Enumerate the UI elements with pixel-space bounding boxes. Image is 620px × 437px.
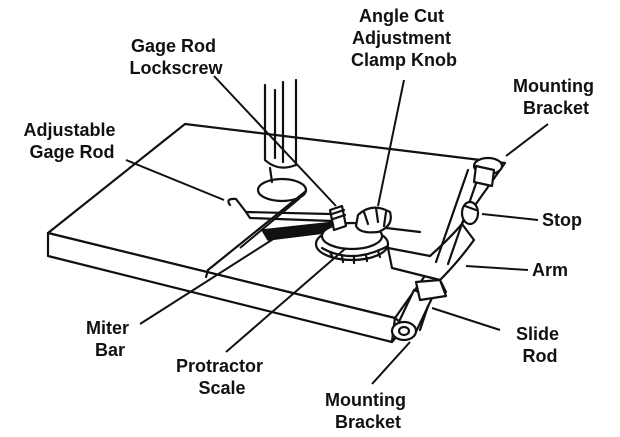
label-mounting-bracket-bottom: Mounting Bracket [325, 390, 411, 432]
label-stop: Stop [542, 210, 582, 230]
protractor-head [314, 204, 392, 265]
label-adjustable-gage-rod: Adjustable Gage Rod [23, 120, 120, 162]
label-mounting-bracket-top: Mounting Bracket [513, 76, 599, 118]
blade-spindle [256, 78, 308, 203]
label-angle-cut-knob: Angle Cut Adjustment Clamp Knob [351, 6, 457, 70]
label-miter-bar: Miter Bar [86, 318, 134, 360]
label-protractor-scale: Protractor Scale [176, 356, 268, 398]
slide-rod [390, 278, 448, 342]
right-rail [434, 156, 504, 266]
adjustable-gage-rod [227, 197, 334, 223]
label-gage-rod-lockscrew: Gage Rod Lockscrew [129, 36, 223, 78]
leader-lines [125, 75, 549, 385]
label-arm: Arm [532, 260, 568, 280]
label-slide-rod: Slide Rod [516, 324, 564, 366]
